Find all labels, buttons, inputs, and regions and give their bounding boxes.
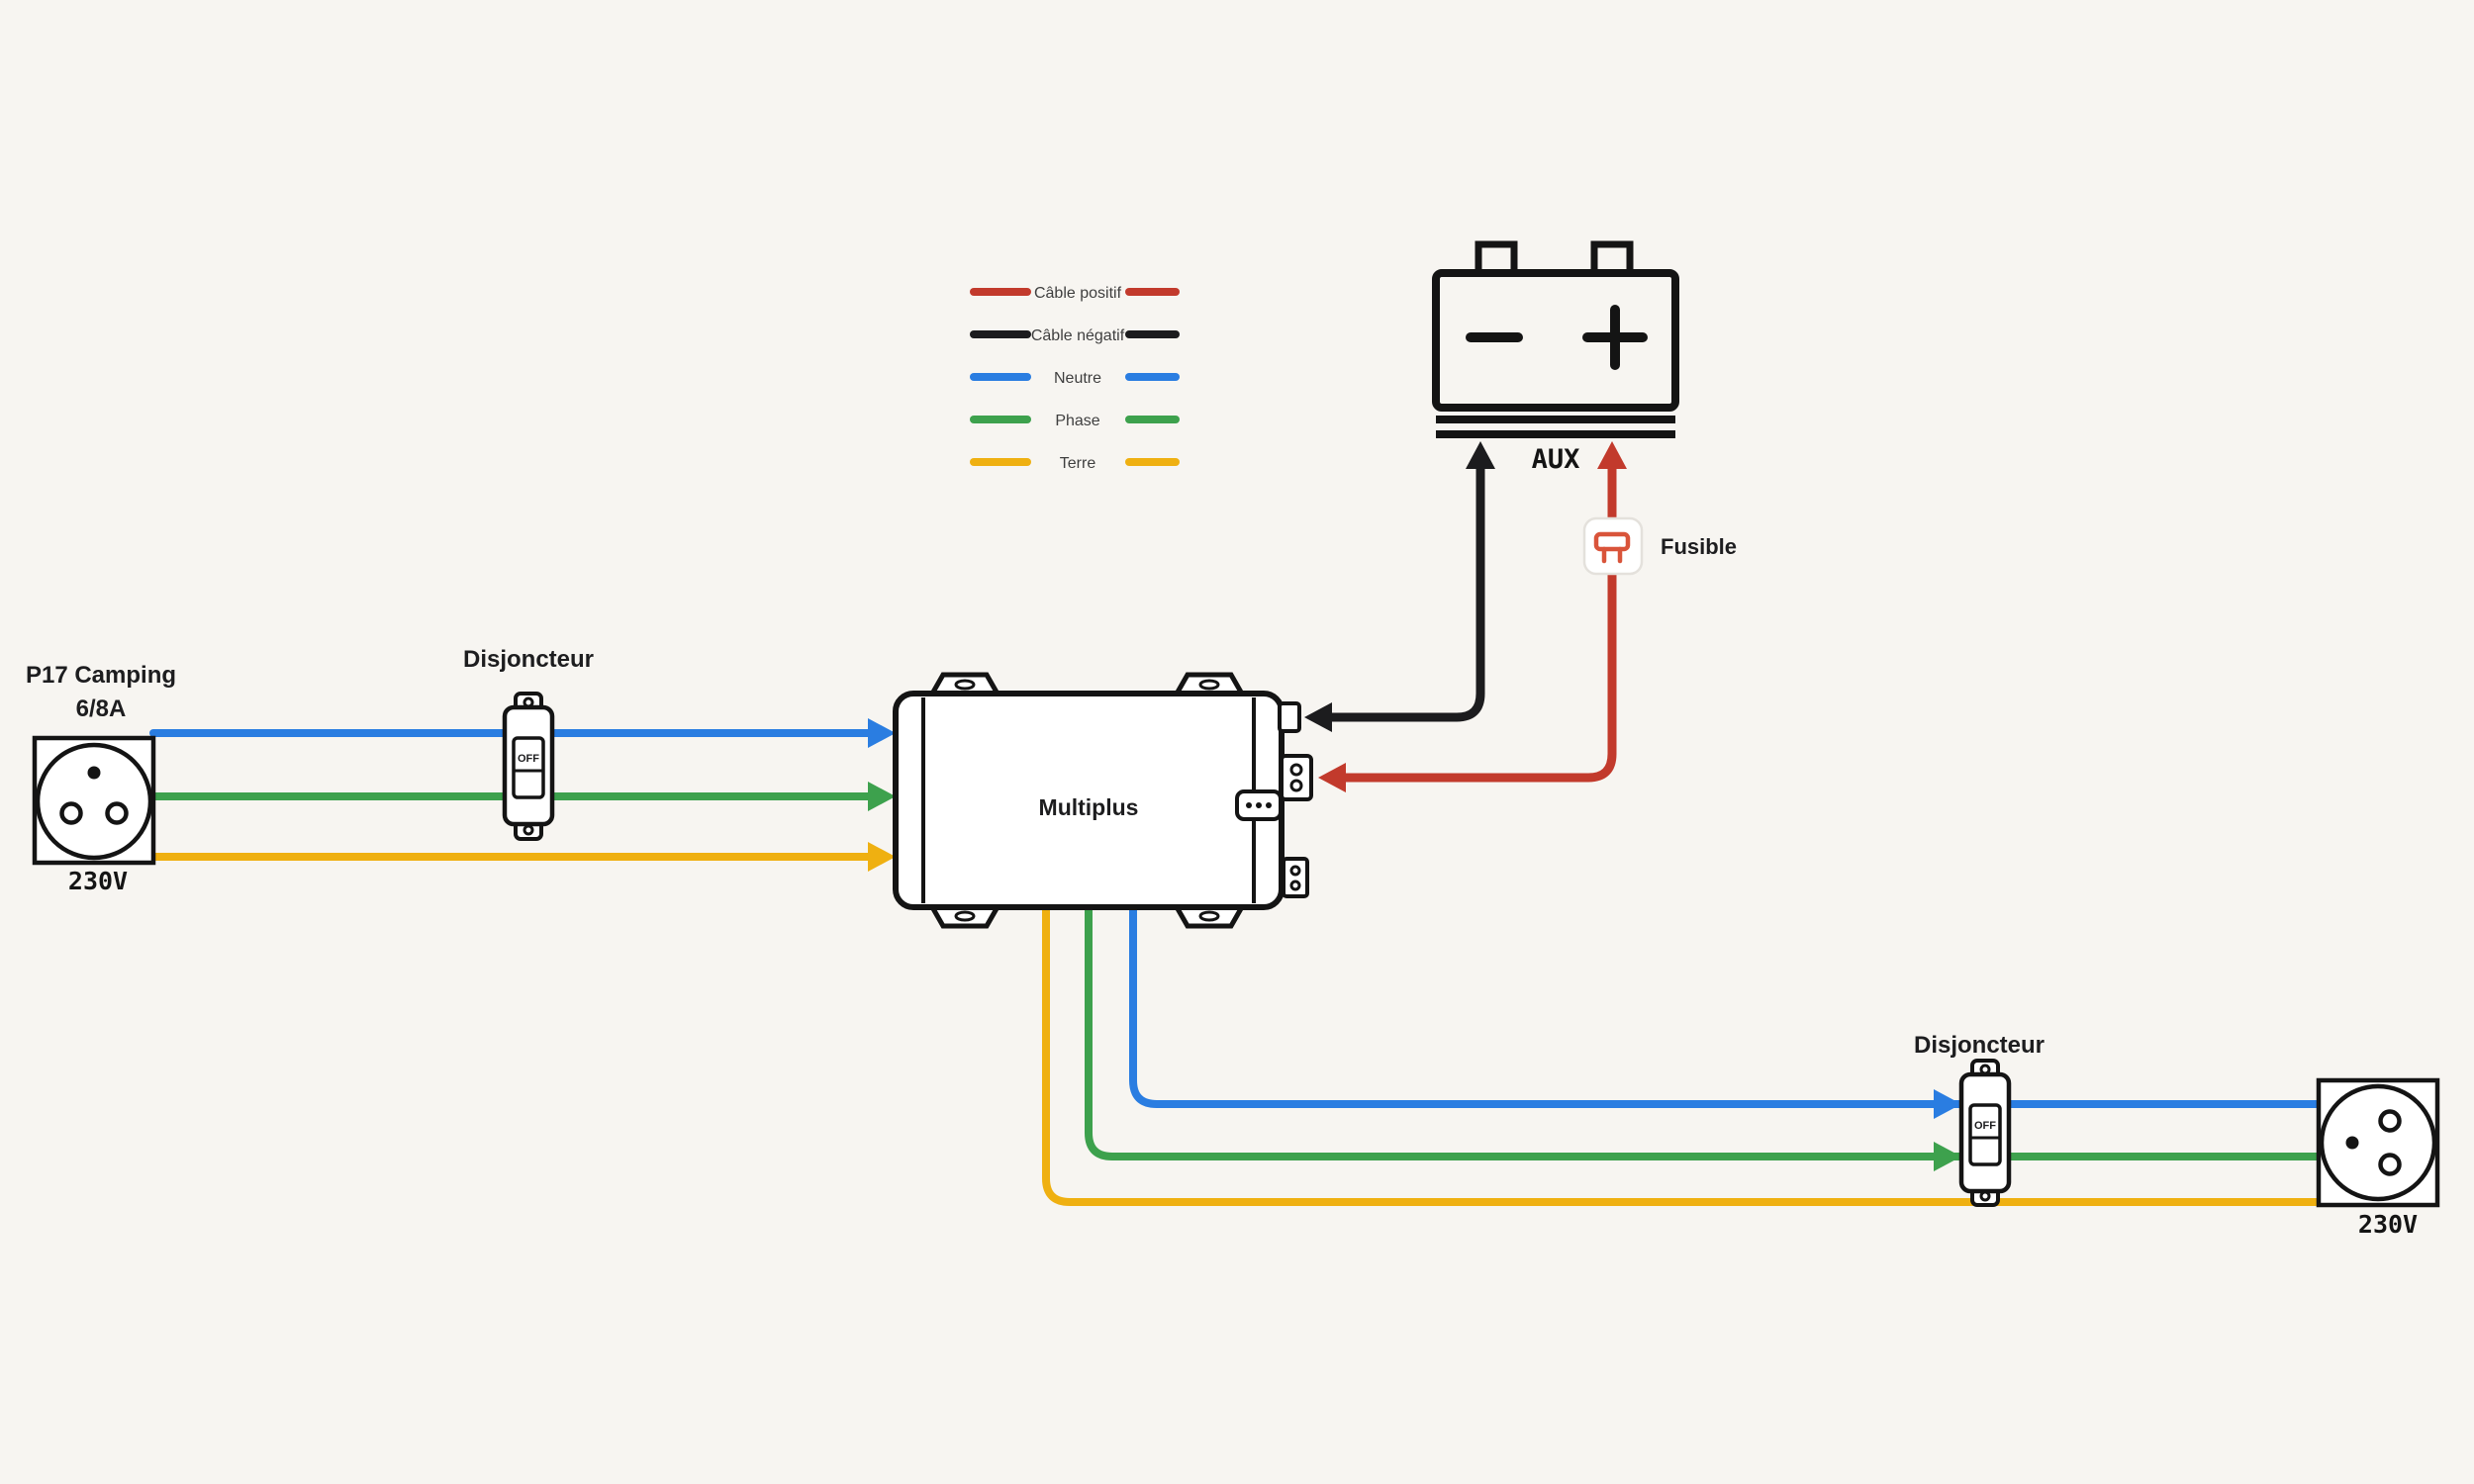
connector-pin-icon	[1246, 802, 1252, 808]
earth-pin-icon	[87, 766, 101, 780]
phase-arrow-icon	[868, 782, 896, 811]
negative-arrow-up-icon	[1466, 441, 1495, 469]
earth-pin-icon	[2345, 1136, 2359, 1150]
positive-arrow-left-icon	[1318, 763, 1346, 792]
legend-item: Câble négatif	[970, 327, 1180, 344]
socket-face	[2319, 1083, 2437, 1202]
earth-wire-output	[1042, 901, 2337, 1206]
output-wires	[1042, 901, 2337, 1206]
dc-negative-terminal	[1278, 701, 1301, 733]
mount-slot	[954, 910, 976, 922]
legend-item: Phase	[970, 413, 1180, 429]
earth-arrow-icon	[868, 842, 896, 872]
legend-label: Câble positif	[1034, 285, 1122, 302]
neutral-arrow-icon	[1934, 1089, 1961, 1119]
connector-pin-icon	[1266, 802, 1272, 808]
legend-label: Phase	[1055, 413, 1099, 429]
positive-cable	[1337, 458, 1617, 783]
fuse: Fusible	[1582, 516, 1737, 576]
connector-pin-icon	[1256, 802, 1262, 808]
legend-item: Câble positif	[970, 285, 1180, 302]
mount-slot	[954, 679, 976, 691]
terminal-screw-icon	[1289, 779, 1303, 792]
socket-hole-icon	[2378, 1109, 2402, 1133]
breaker-label: Disjoncteur	[463, 646, 594, 673]
outlet-voltage: 230V	[2358, 1210, 2418, 1239]
legend: Câble positif Câble négatif Neutre Phase…	[970, 285, 1180, 472]
battery-wires	[1304, 441, 1627, 792]
shore-inlet-title: P17 Camping	[26, 662, 176, 689]
neutral-arrow-icon	[868, 718, 896, 748]
neutral-wire-output	[1129, 901, 2330, 1108]
socket-hole-icon	[59, 801, 83, 825]
circuit-breaker-input: OFF Disjoncteur	[463, 646, 594, 841]
terminal-screw-icon	[1289, 880, 1301, 891]
fuse-box	[1582, 516, 1644, 576]
negative-cable	[1323, 458, 1485, 722]
mount-slot	[1198, 910, 1220, 922]
breaker-switch-text: OFF	[1974, 1120, 1996, 1132]
outlet-socket: 230V	[2316, 1077, 2440, 1239]
legend-item: Neutre	[970, 370, 1180, 387]
socket-hole-icon	[105, 801, 129, 825]
breaker-rocker	[1968, 1103, 2002, 1166]
inverter-multiplus: Multiplus	[893, 672, 1313, 929]
breaker-switch-text: OFF	[518, 753, 539, 765]
shore-inlet-subtitle: 6/8A	[76, 696, 127, 722]
circuit-breaker-output: OFF Disjoncteur	[1914, 1032, 2045, 1207]
fuse-label: Fusible	[1661, 534, 1737, 559]
socket-face	[35, 742, 153, 861]
mount-slot	[1198, 679, 1220, 691]
legend-label: Câble négatif	[1031, 327, 1125, 344]
ac-out-terminal	[1282, 857, 1309, 898]
terminal-screw-icon	[1289, 865, 1301, 877]
breaker-rocker	[512, 736, 545, 799]
shore-inlet-voltage: 230V	[68, 867, 128, 895]
negative-arrow-left-icon	[1304, 702, 1332, 732]
dc-positive-terminal	[1280, 754, 1313, 801]
phase-arrow-icon	[1934, 1142, 1961, 1171]
fuse-icon	[1593, 531, 1631, 552]
legend-label: Terre	[1060, 455, 1096, 472]
socket-hole-icon	[2378, 1153, 2402, 1176]
phase-wire-output	[1085, 901, 2330, 1160]
terminal-screw-icon	[1289, 763, 1303, 777]
legend-label: Neutre	[1054, 370, 1101, 387]
legend-item: Terre	[970, 455, 1180, 472]
positive-arrow-up-icon	[1597, 441, 1627, 469]
battery: AUX	[1432, 240, 1679, 475]
battery-label: AUX	[1532, 444, 1580, 475]
breaker-label: Disjoncteur	[1914, 1032, 2045, 1059]
shore-inlet-socket: P17 Camping 6/8A 230V	[26, 662, 176, 895]
inverter-label: Multiplus	[1039, 794, 1139, 820]
breaker-screw-icon	[523, 824, 534, 836]
